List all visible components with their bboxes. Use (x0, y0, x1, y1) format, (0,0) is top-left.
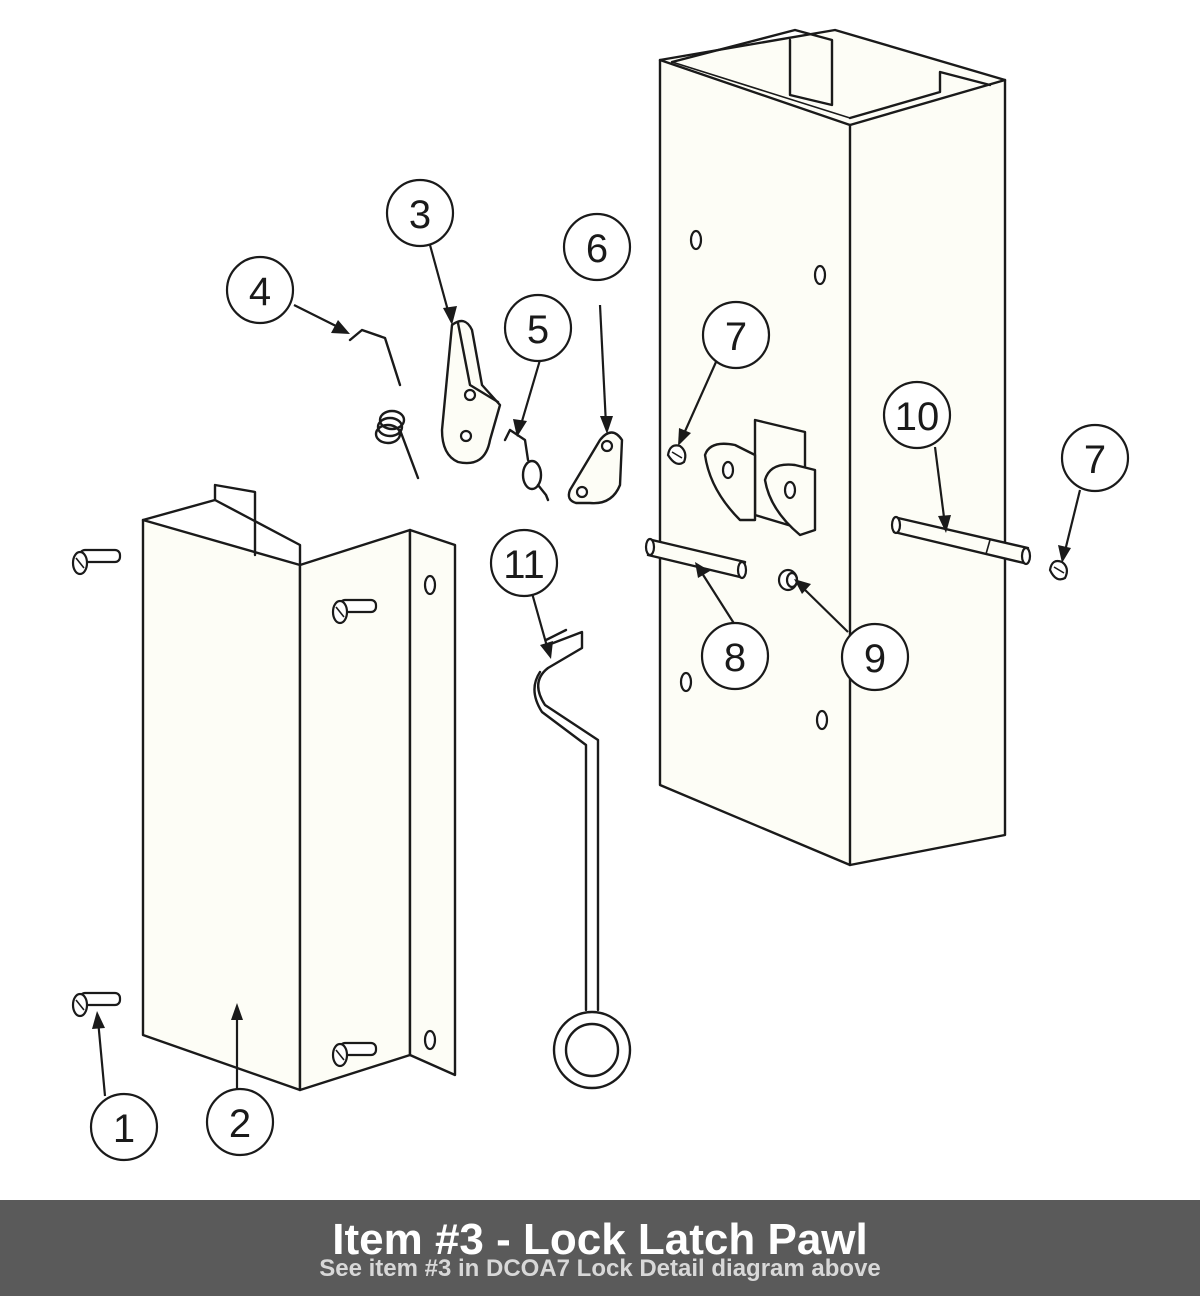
callout-10: 10 (882, 380, 952, 450)
callout-5: 5 (503, 293, 573, 363)
screw (71, 548, 122, 576)
part-3-latch-pawl (440, 319, 502, 465)
part-7-clip (1048, 559, 1069, 581)
post-hole (679, 671, 693, 693)
post-hole (815, 709, 829, 731)
callout-label: 9 (864, 637, 886, 681)
part-5-spring (503, 428, 550, 502)
callout-9: 9 (840, 622, 910, 692)
post-hole (813, 264, 827, 286)
part-6-link-plate (567, 431, 624, 505)
callout-2: 2 (205, 1087, 275, 1157)
part-9-bushing (777, 568, 799, 592)
part-7-clip (666, 444, 687, 465)
callout-label: 11 (503, 543, 545, 587)
callout-label: 2 (229, 1102, 251, 1146)
part-1-screws (71, 548, 378, 1068)
screw (71, 991, 122, 1018)
callout-label: 8 (724, 636, 746, 680)
part-4-spring (348, 328, 420, 480)
part-8-pin (644, 537, 748, 580)
callout-7-upper: 7 (701, 300, 771, 370)
caption-bar: Item #3 - Lock Latch Pawl See item #3 in… (0, 1200, 1200, 1296)
part-2-cover-channel (141, 483, 457, 1092)
callout-6: 6 (562, 212, 632, 282)
screw (331, 598, 378, 625)
post-hole (689, 229, 703, 251)
callout-11: 11 (489, 528, 559, 598)
main-post (658, 28, 1007, 867)
part-10-pin (890, 515, 1032, 566)
callout-label: 6 (586, 227, 608, 271)
callout-label: 10 (895, 395, 940, 439)
leader-lines (92, 244, 1082, 1097)
exploded-parts-diagram: 1 2 3 4 5 6 7 7 8 9 10 11 (71, 28, 1130, 1162)
lug-bracket (703, 418, 817, 537)
callout-label: 3 (409, 193, 431, 237)
screw (331, 1041, 378, 1068)
callout-label: 5 (527, 308, 549, 352)
callout-label: 7 (725, 315, 747, 359)
caption-subtitle: See item #3 in DCOA7 Lock Detail diagram… (319, 1255, 881, 1282)
callout-label: 1 (113, 1107, 135, 1151)
callout-8: 8 (700, 621, 770, 691)
callout-label: 7 (1084, 438, 1106, 482)
callout-1: 1 (89, 1092, 159, 1162)
caption-title: Item #3 - Lock Latch Pawl (332, 1215, 868, 1264)
callout-4: 4 (225, 255, 295, 325)
callout-3: 3 (385, 178, 455, 248)
callout-label: 4 (249, 270, 271, 314)
callout-7-right: 7 (1060, 423, 1130, 493)
part-11-latch-rod (533, 628, 632, 1090)
